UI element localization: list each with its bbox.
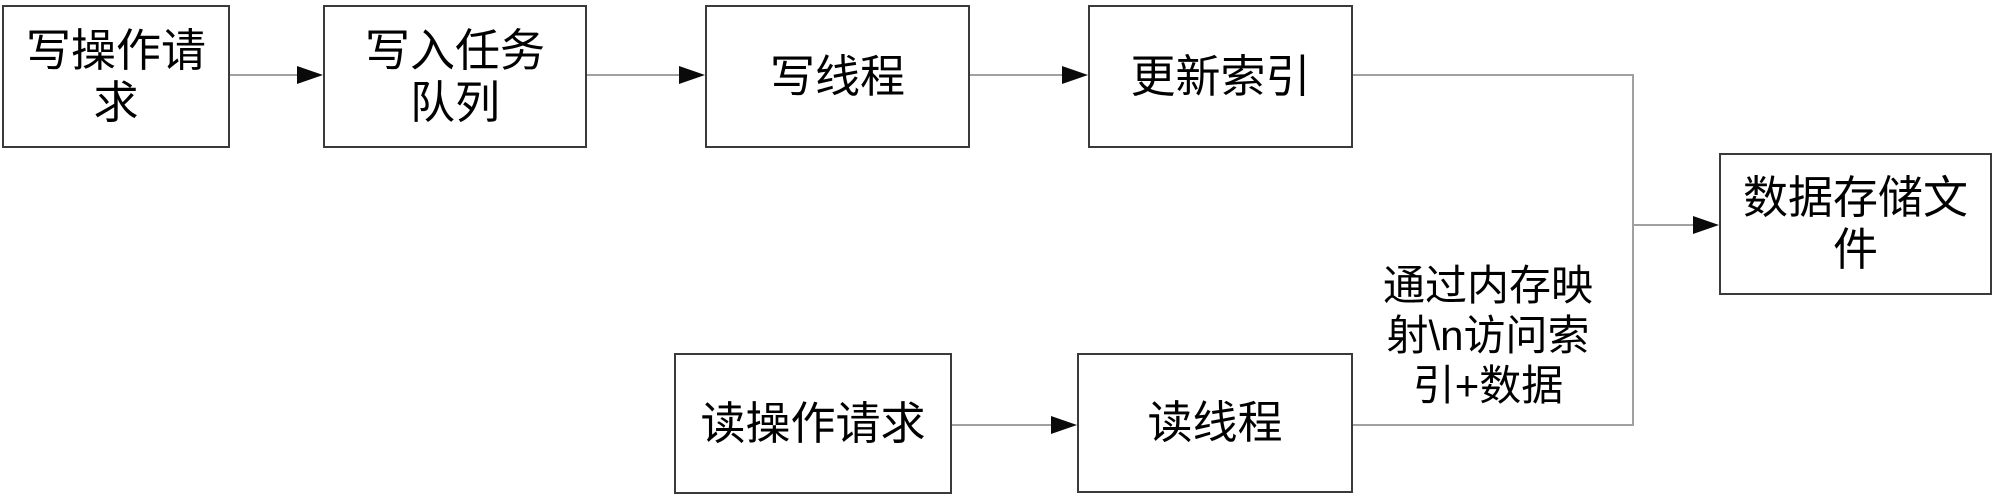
edge-write-request-to-queue (230, 74, 300, 76)
node-update-index: 更新索引 (1088, 5, 1353, 148)
edge-read-thread-to-junction (1353, 424, 1634, 426)
arrow-head-icon (297, 66, 323, 84)
edge-label-memory-mapping: 通过内存映 射\n访问索 引+数据 (1382, 262, 1593, 409)
edge-queue-to-write-thread (587, 74, 681, 76)
edge-index-to-junction (1353, 74, 1634, 76)
node-read-thread: 读线程 (1077, 353, 1353, 493)
edge-write-thread-to-index (970, 74, 1064, 76)
node-read-request: 读操作请求 (674, 353, 952, 494)
edge-junction-to-storage (1632, 224, 1695, 226)
arrow-head-icon (1062, 66, 1088, 84)
node-write-thread: 写线程 (705, 5, 970, 148)
node-write-request: 写操作请 求 (2, 5, 230, 148)
edge-junction-vertical (1632, 74, 1634, 426)
node-write-task-queue: 写入任务 队列 (323, 5, 587, 148)
node-data-storage-file: 数据存储文 件 (1719, 153, 1992, 295)
edge-read-request-to-read-thread (952, 424, 1053, 426)
arrow-head-icon (1051, 416, 1077, 434)
arrow-head-icon (1693, 216, 1719, 234)
arrow-head-icon (679, 66, 705, 84)
